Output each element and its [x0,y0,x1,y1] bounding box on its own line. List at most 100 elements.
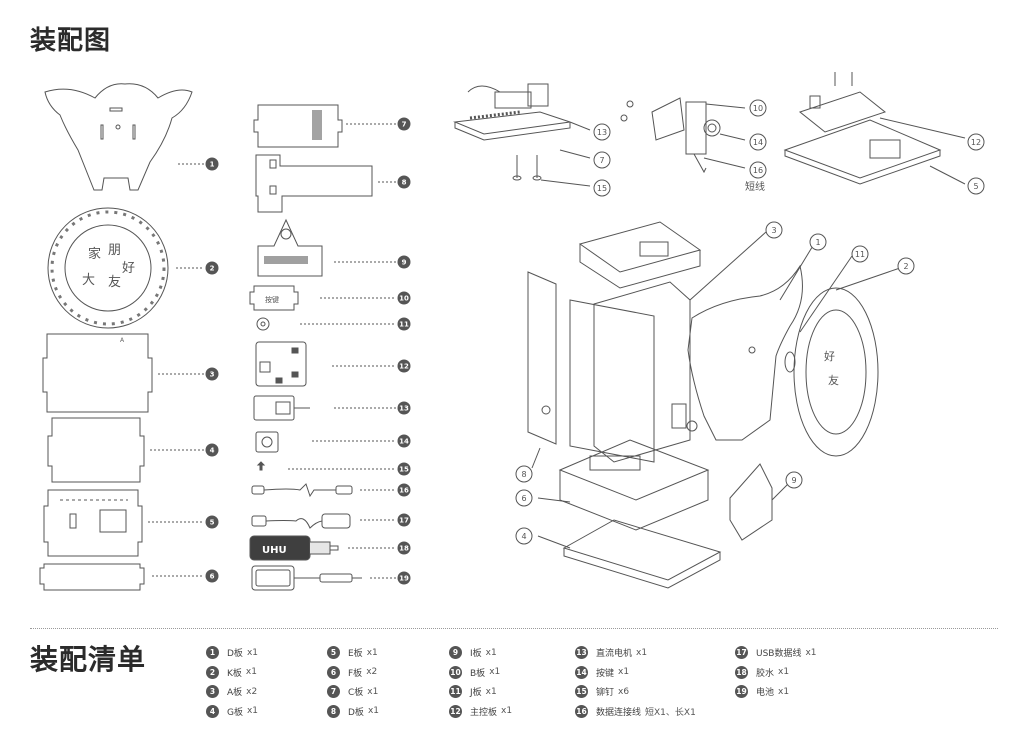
part-number-badge: 5 [327,646,340,660]
part-name: 数据连接线 [596,707,642,718]
svg-text:15: 15 [597,184,607,193]
svg-text:17: 17 [399,517,409,525]
part-name: B板 [470,668,486,679]
part-4-g-board [47,417,145,483]
svg-text:10: 10 [399,295,409,303]
part-name: J板 [470,688,482,699]
part-2-k-board: 家 朋 大 友 好 [47,207,169,329]
part-number-badge: 15 [575,685,588,699]
part-quantity: x1 [246,706,259,717]
part-number-badge: 9 [449,646,462,660]
part-quantity: x6 [618,686,630,697]
svg-text:11: 11 [855,250,865,259]
part-quantity: x1 [489,667,501,678]
svg-text:3: 3 [210,371,215,379]
part-name: D板 [227,649,243,660]
part-8-d-board [255,154,373,213]
part-12-main-board [255,341,307,387]
part-name: USB数据线 [756,649,802,660]
svg-text:1: 1 [210,161,215,169]
part-quantity: 短X1、长X1 [645,707,696,718]
svg-text:7: 7 [402,121,407,129]
page-title: 装配图 [30,26,112,56]
part-9-i-board [257,218,323,277]
part-number-badge: 19 [735,685,748,699]
svg-text:3: 3 [771,226,776,235]
svg-text:好: 好 [824,349,835,363]
svg-text:2: 2 [903,262,908,271]
part-18-glue: UHU [249,535,339,561]
subassembly-button-mount [620,97,721,174]
part-11-j-board [256,317,270,331]
svg-text:朋: 朋 [108,243,121,258]
part-number-badge: 14 [575,665,588,679]
part-quantity: x1 [366,647,378,658]
part-15-rivet [256,461,266,471]
part-quantity: x1 [778,667,790,678]
part-number-badge: 7 [327,685,340,699]
part-number-badge: 3 [206,685,219,699]
part-name: E板 [348,649,363,660]
svg-text:18: 18 [399,545,409,553]
part-quantity: x2 [246,686,258,697]
svg-text:16: 16 [399,487,409,495]
part-14-button [255,431,279,453]
svg-text:15: 15 [399,466,409,474]
svg-text:5: 5 [973,182,978,191]
part-number-badge: 17 [735,646,748,660]
part-quantity: x1 [485,686,497,697]
parts-list-title: 装配清单 [30,643,147,676]
part-quantity: x1 [245,667,257,678]
part-quantity: x1 [618,667,630,678]
svg-text:9: 9 [402,259,407,267]
svg-text:11: 11 [399,321,409,329]
main-assembly: 好 友 [527,221,879,589]
part-quantity: x1 [636,647,648,658]
part-quantity: x1 [501,706,513,717]
outline-callout-numbers: 13 7 15 10 14 16 12 5 3 1 11 2 8 6 4 9 [521,104,981,541]
part-number-badge: 12 [449,704,462,718]
svg-text:12: 12 [399,363,409,371]
subassembly-motor-mount [453,83,571,181]
part-number-badge: 1 [206,646,219,660]
part-name: 胶水 [756,668,775,679]
part-name: 按键 [596,668,615,679]
list-item: 16 数据连接线短X1、长X1 [575,702,696,722]
part-quantity: x1 [805,647,817,658]
svg-text:8: 8 [521,470,526,479]
part-number-badge: 18 [735,665,748,679]
part-name: F板 [348,668,363,679]
outline-callouts [515,99,985,545]
part-name: I板 [470,649,482,660]
part-number-badge: 10 [449,665,462,679]
svg-text:友: 友 [828,373,839,387]
part-number-badge: 16 [575,704,588,718]
part-number-badge: 11 [449,685,462,699]
part-number-badge: 2 [206,665,219,679]
part-name: 电池 [756,688,775,699]
part-number-badge: 6 [327,665,340,679]
svg-text:4: 4 [210,447,215,455]
part-name: 直流电机 [596,649,633,660]
svg-text:8: 8 [402,179,407,187]
svg-text:家: 家 [88,246,101,262]
svg-text:1: 1 [815,238,820,247]
svg-text:16: 16 [753,166,763,175]
svg-text:6: 6 [210,573,215,581]
